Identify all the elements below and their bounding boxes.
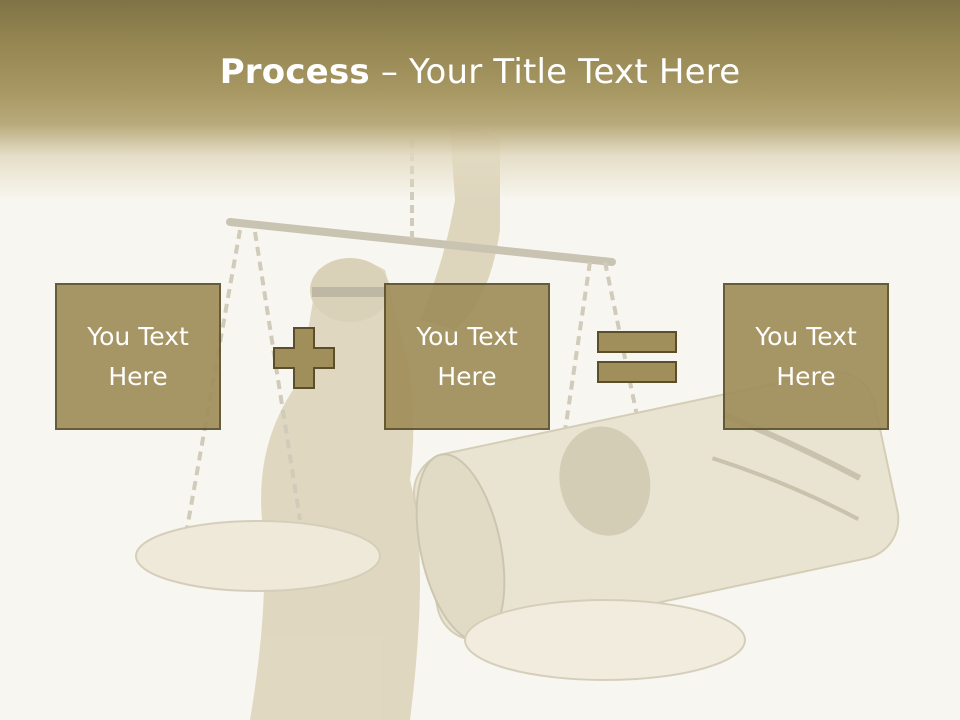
title-band: [0, 0, 960, 200]
process-box-3-text: You Text Here: [755, 321, 857, 391]
process-box-3[interactable]: You Text Here: [723, 283, 889, 430]
process-box-1-text: You Text Here: [87, 321, 189, 391]
title-subtitle-part: – Your Title Text Here: [369, 52, 741, 92]
process-box-1[interactable]: You Text Here: [55, 283, 221, 430]
title-bold-part: Process: [219, 52, 370, 92]
plus-icon: [273, 327, 335, 389]
equals-icon: [597, 331, 677, 383]
slide-title: Process – Your Title Text Here: [0, 52, 960, 92]
process-box-2-text: You Text Here: [416, 321, 518, 391]
process-box-2[interactable]: You Text Here: [384, 283, 550, 430]
